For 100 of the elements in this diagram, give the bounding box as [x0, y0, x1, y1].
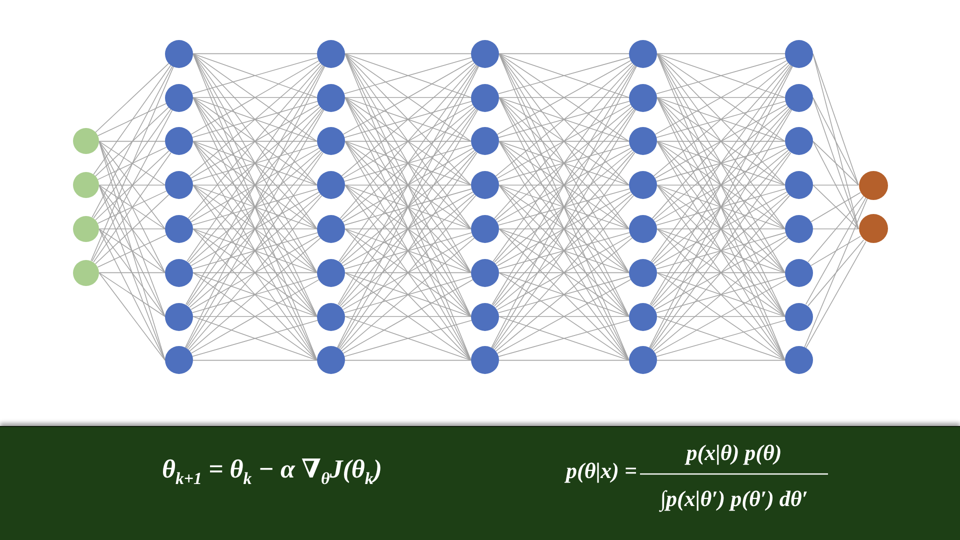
connection-line: [495, 106, 633, 220]
hidden-neuron: [785, 40, 813, 68]
connection-line: [98, 184, 166, 230]
connection-line: [498, 53, 630, 186]
hidden-neuron: [471, 302, 499, 330]
connection-line: [192, 184, 318, 361]
connection-line: [98, 272, 166, 361]
connection-line: [656, 97, 786, 186]
hidden-neuron: [165, 84, 193, 112]
connection-line: [192, 272, 318, 361]
connection-line: [494, 108, 634, 263]
connection-line: [650, 152, 792, 350]
connection-line: [344, 53, 472, 186]
connection-line: [95, 62, 170, 133]
connection-line: [498, 97, 630, 274]
connection-line: [496, 148, 632, 223]
connection-line: [805, 197, 866, 305]
connection-line: [186, 64, 324, 262]
connection-line: [98, 184, 166, 274]
connection-line: [340, 195, 476, 350]
hidden-neuron: [165, 171, 193, 200]
connection-line: [186, 65, 324, 305]
input-neuron: [73, 216, 99, 242]
connection-line: [344, 140, 472, 274]
connection-line: [98, 228, 166, 361]
connection-line: [98, 184, 166, 186]
connection-line: [97, 190, 167, 224]
connection-line: [192, 140, 318, 230]
connection-line: [190, 60, 320, 135]
connection-line: [192, 140, 318, 142]
connection-line: [344, 97, 472, 230]
connection-line: [650, 65, 792, 305]
connection-line: [192, 184, 318, 186]
connection-line: [656, 53, 786, 186]
connection-line: [338, 152, 478, 350]
connection-line: [495, 237, 633, 352]
connection-line: [653, 62, 789, 176]
connection-line: [492, 109, 636, 349]
connection-line: [98, 140, 166, 274]
hidden-neuron: [785, 258, 813, 287]
connection-line: [344, 184, 472, 317]
connection-line: [656, 360, 786, 361]
connection-line: [342, 279, 474, 354]
connection-line: [190, 235, 320, 310]
hidden-neuron: [629, 127, 657, 156]
hidden-neuron: [629, 40, 657, 68]
connection-line: [656, 272, 786, 274]
connection-line: [812, 140, 859, 186]
connection-line: [344, 360, 472, 361]
connection-line: [190, 104, 320, 179]
connection-line: [344, 184, 472, 361]
connection-line: [656, 97, 786, 317]
connection-line: [98, 140, 166, 142]
hidden-neuron: [165, 258, 193, 287]
connection-line: [95, 150, 170, 220]
connection-line: [656, 184, 786, 317]
hidden-neuron: [471, 127, 499, 156]
connection-line: [341, 194, 475, 308]
connection-line: [340, 151, 476, 306]
connection-line: [192, 140, 318, 274]
hidden-neuron: [629, 84, 657, 112]
connection-line: [192, 140, 318, 317]
connection-line: [188, 108, 322, 263]
connection-line: [344, 97, 472, 317]
connection-line: [495, 150, 633, 264]
hidden-neuron: [165, 214, 193, 243]
connection-line: [341, 238, 475, 352]
connection-line: [341, 62, 475, 176]
hidden-neuron: [317, 258, 345, 287]
connection-line: [192, 53, 318, 142]
connection-line: [98, 140, 166, 230]
connection-line: [650, 64, 792, 262]
input-neuron: [73, 128, 99, 154]
connection-line: [498, 228, 630, 361]
hidden-neuron: [629, 302, 657, 330]
connection-line: [98, 228, 166, 317]
connection-line: [192, 228, 318, 361]
connection-line: [338, 108, 478, 306]
connection-line: [805, 241, 866, 348]
connection-line: [188, 195, 322, 350]
connection-line: [344, 184, 472, 274]
connection-line: [656, 140, 786, 230]
connection-line: [491, 66, 637, 348]
connection-line: [812, 97, 859, 186]
connection-line: [656, 97, 786, 274]
connection-line: [496, 235, 632, 310]
connection-line: [652, 151, 790, 306]
connection-line: [189, 106, 321, 220]
connection-line: [344, 272, 472, 361]
connection-line: [498, 316, 630, 317]
connection-line: [498, 140, 630, 142]
connection-line: [192, 228, 318, 317]
connection-line: [344, 53, 472, 142]
connection-line: [192, 316, 318, 317]
connection-line: [344, 140, 472, 230]
connection-line: [653, 194, 789, 308]
hidden-neuron: [785, 171, 813, 200]
connection-line: [654, 104, 788, 179]
connection-line: [492, 108, 636, 306]
hidden-neuron: [471, 346, 499, 374]
